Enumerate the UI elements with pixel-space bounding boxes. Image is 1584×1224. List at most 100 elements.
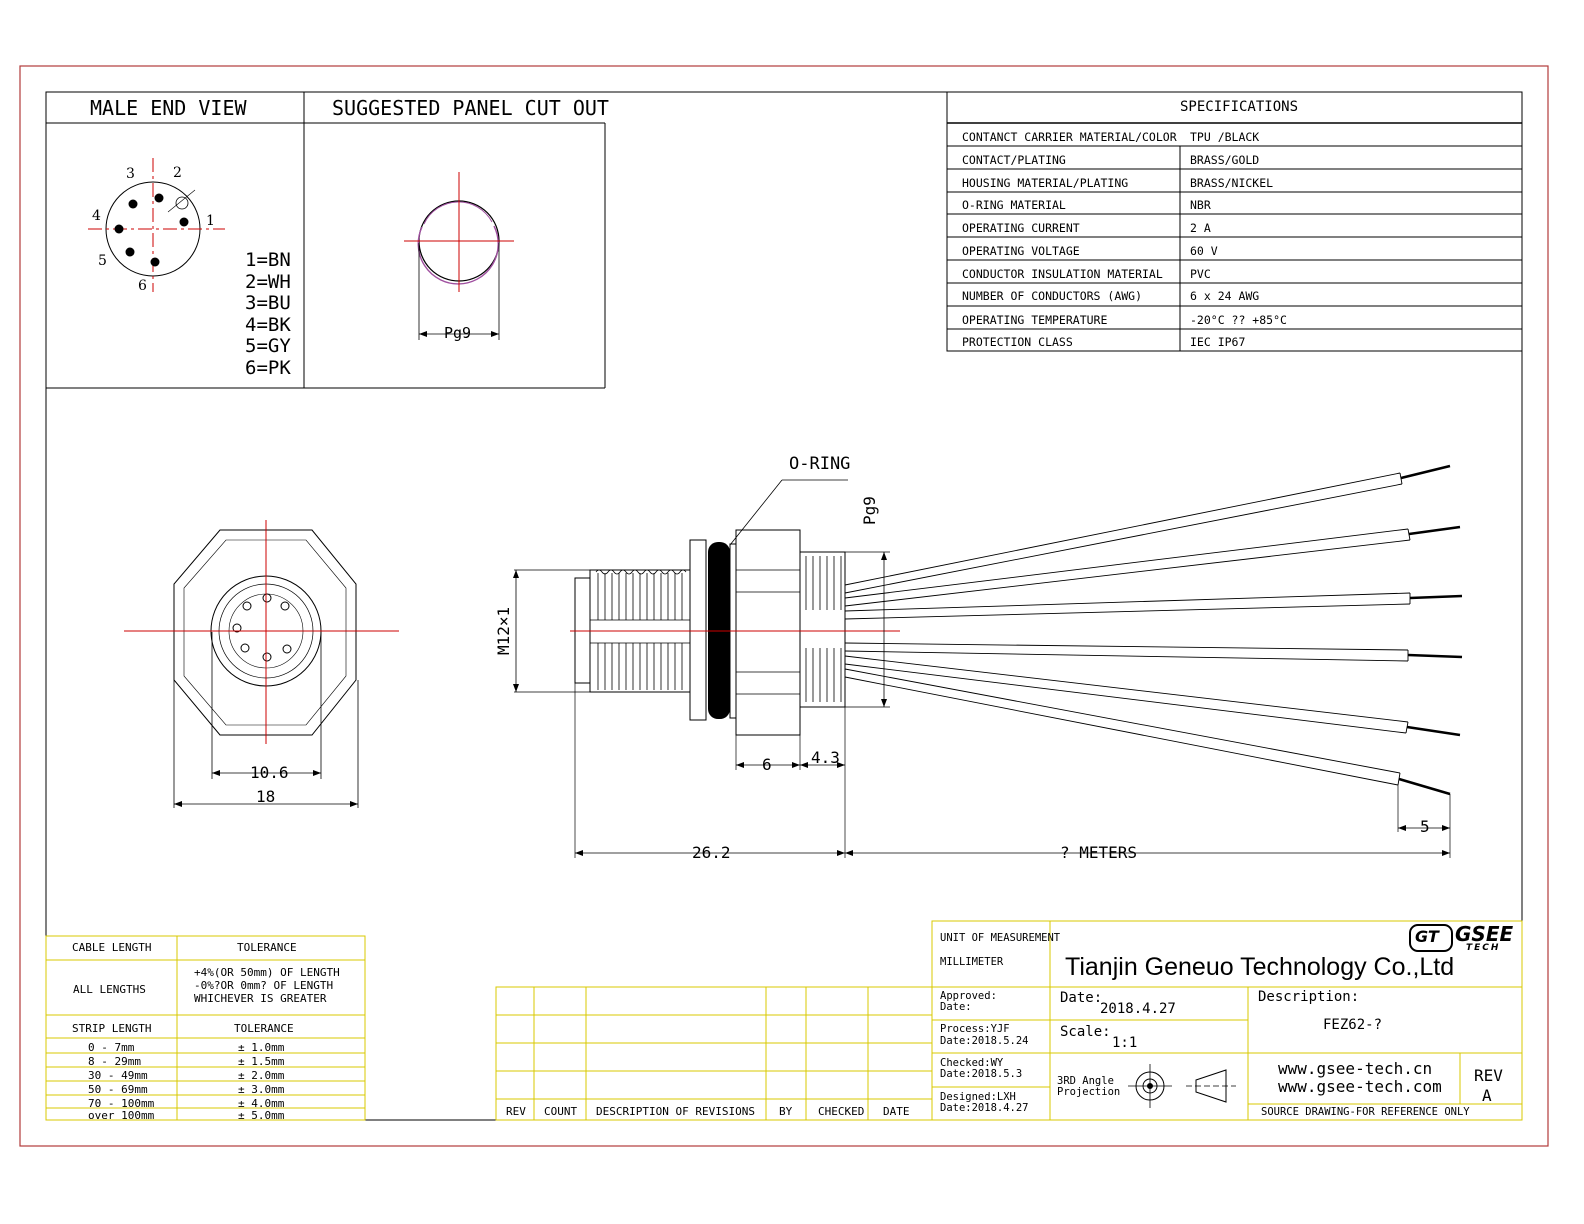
designed-label: Designed:LXH [940, 1091, 1016, 1103]
unit-label: UNIT OF MEASUREMENT [940, 932, 1061, 944]
website-cn[interactable]: www.gsee-tech.cn [1278, 1059, 1433, 1078]
description-label: Description: [1258, 989, 1360, 1005]
spec-value: NBR [1190, 198, 1211, 212]
strip-range: 50 - 69mm [88, 1083, 148, 1096]
source-note: SOURCE DRAWING-FOR REFERENCE ONLY [1261, 1106, 1470, 1118]
spec-key: OPERATING TEMPERATURE [962, 313, 1108, 327]
gsee-logo [1409, 924, 1453, 952]
spec-value: 60 V [1190, 244, 1218, 258]
approved-label: Approved: [940, 990, 997, 1002]
dim-18: 18 [256, 787, 276, 806]
spec-key: PROTECTION CLASS [962, 335, 1073, 349]
logo-sub: TECH [1466, 943, 1501, 953]
spec-value: BRASS/NICKEL [1190, 176, 1274, 190]
company-name: Tianjin Geneuo Technology Co.,Ltd [1065, 953, 1455, 981]
date-header: DATE [883, 1105, 910, 1118]
pin-label-3: 3 [126, 166, 135, 182]
panel-cutout-view [404, 172, 514, 340]
dim-5: 5 [1420, 817, 1430, 836]
strip-tol: ± 3.0mm [238, 1083, 285, 1096]
tolerance-line: WHICHEVER IS GREATER [194, 992, 327, 1005]
specifications-grid [946, 91, 1523, 352]
spec-value: IEC IP67 [1190, 335, 1246, 349]
pin-label-4: 4 [92, 208, 101, 224]
description-value: FEZ62-? [1323, 1017, 1383, 1033]
spec-key: OPERATING CURRENT [962, 221, 1080, 235]
scale-label: Scale: [1060, 1024, 1111, 1040]
pin-label-2: 2 [173, 165, 182, 181]
strip-range: over 100mm [88, 1109, 155, 1122]
projection-line: 3RD Angle [1057, 1075, 1114, 1087]
strip-range: 8 - 29mm [88, 1055, 141, 1068]
wiring-item: 2=WH [245, 270, 291, 293]
tolerance-table-grid [45, 935, 366, 1121]
date-value: 2018.4.27 [1100, 1001, 1176, 1017]
spec-row: CONTACT/PLATING BRASS/GOLD [948, 148, 1522, 170]
pin-label-5: 5 [98, 253, 107, 269]
approved-date: Date: [940, 1001, 972, 1013]
wiring-item: 6=PK [245, 356, 291, 379]
strip-range: 30 - 49mm [88, 1069, 148, 1082]
rev-label: REV [1474, 1066, 1503, 1085]
rev-header: REV [506, 1105, 526, 1118]
front-hex-view [124, 520, 399, 808]
count-header: COUNT [544, 1105, 578, 1118]
wiring-legend: 1=BN 2=WH 3=BU 4=BK 5=GY 6=PK [245, 249, 291, 380]
logo-mark: GT [1415, 927, 1439, 946]
spec-value: 6 x 24 AWG [1190, 289, 1260, 303]
spec-key: CONTACT/PLATING [962, 153, 1066, 167]
spec-key: HOUSING MATERIAL/PLATING [962, 176, 1129, 190]
spec-row: PROTECTION CLASS IEC IP67 [948, 330, 1522, 352]
wiring-item: 1=BN [245, 249, 291, 271]
wiring-item: 4=BK [245, 313, 291, 336]
projection-line: Projection [1057, 1086, 1121, 1098]
male-end-view-title: MALE END VIEW [90, 96, 247, 120]
strip-tol: ± 1.0mm [238, 1041, 285, 1054]
specifications-title: SPECIFICATIONS [1180, 99, 1299, 115]
tolerance-line: -0%?OR 0mm? OF LENGTH [194, 979, 334, 992]
spec-value: TPU /BLACK [1190, 130, 1260, 144]
dim-meters: ? METERS [1060, 843, 1138, 862]
side-view-connector [513, 464, 1463, 858]
strip-range: 0 - 7mm [88, 1041, 135, 1054]
projection-symbol-icon [1128, 1064, 1236, 1108]
dim-26-2: 26.2 [692, 843, 731, 862]
website-com[interactable]: www.gsee-tech.com [1278, 1077, 1442, 1096]
dim-4-3: 4.3 [811, 748, 840, 767]
designed-date: Date:2018.4.27 [940, 1102, 1029, 1114]
wiring-item: 3=BU [245, 292, 291, 315]
spec-value: BRASS/GOLD [1190, 153, 1260, 167]
process-date: Date:2018.5.24 [940, 1035, 1029, 1047]
strip-tol: ± 1.5mm [238, 1055, 285, 1068]
checked-label: Checked:WY [940, 1057, 1004, 1069]
male-end-view [88, 158, 225, 292]
scale-value: 1:1 [1112, 1035, 1138, 1051]
pin-label-1: 1 [206, 213, 215, 229]
title-block-grid [931, 920, 1523, 1121]
strip-tol: ± 4.0mm [238, 1097, 285, 1110]
description-header: DESCRIPTION OF REVISIONS [596, 1105, 755, 1118]
by-header: BY [779, 1105, 793, 1118]
projection-label: 3RD Angle Projection [1057, 1076, 1120, 1098]
wiring-item: 5=GY [245, 335, 291, 358]
strip-tolerance-header: TOLERANCE [234, 1022, 294, 1035]
revision-table-grid [495, 986, 933, 1121]
rev-value: A [1482, 1086, 1492, 1105]
strip-range: 70 - 100mm [88, 1097, 155, 1110]
spec-row: O-RING MATERIAL NBR [948, 193, 1522, 215]
cable-length-header: CABLE LENGTH [72, 941, 152, 954]
spec-key: O-RING MATERIAL [962, 198, 1066, 212]
all-lengths-tolerance: +4%(OR 50mm) OF LENGTH -0%?OR 0mm? OF LE… [194, 966, 340, 1005]
o-ring-label: O-RING [789, 454, 851, 474]
spec-value: PVC [1190, 267, 1211, 281]
panel-cutout-title: SUGGESTED PANEL CUT OUT [332, 96, 609, 120]
spec-value: -20°C ?? +85°C [1190, 313, 1287, 327]
strip-length-header: STRIP LENGTH [72, 1022, 152, 1035]
spec-value: 2 A [1190, 221, 1211, 235]
unit-value: MILLIMETER [940, 956, 1004, 968]
pg9-dim-label: Pg9 [860, 496, 879, 525]
panel-cutout-dim: Pg9 [444, 324, 472, 342]
